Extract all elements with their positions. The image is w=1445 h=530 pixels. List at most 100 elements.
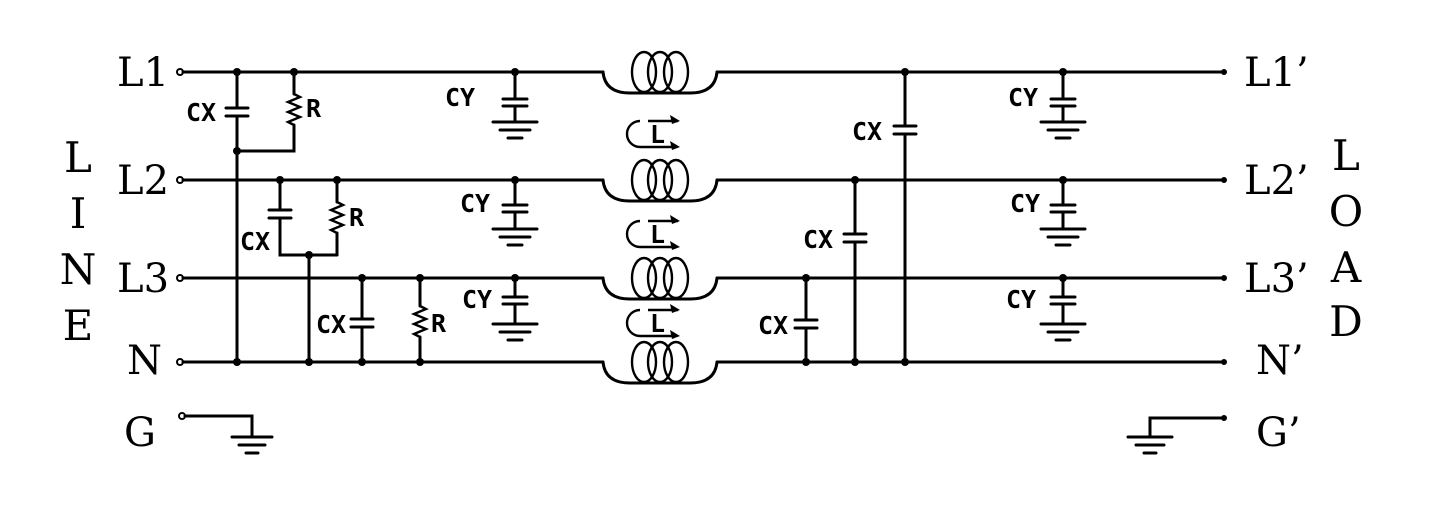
winding-base <box>601 178 719 203</box>
cx-l2-n: CX <box>240 176 339 257</box>
winding-loop <box>662 50 690 94</box>
winding-loop <box>662 340 690 384</box>
terminal-label-l1-out: L1’ <box>1244 50 1309 96</box>
junction-dot <box>1059 274 1067 282</box>
terminal-label-l3: L3 <box>117 256 169 302</box>
cx-right-l2-n: CX <box>803 176 868 366</box>
winding-loop <box>662 256 690 300</box>
cy-label: CY <box>1006 285 1036 314</box>
ground-right <box>1126 416 1223 455</box>
terminal-label-n: N <box>127 338 162 384</box>
terminal-g-out <box>1221 415 1227 421</box>
winding-base <box>601 70 719 95</box>
r-label: R <box>431 309 447 338</box>
winding-loop <box>630 158 658 202</box>
winding-base <box>601 276 719 301</box>
winding-loop <box>630 50 658 94</box>
resistor-zigzag <box>284 92 304 127</box>
junction-dot <box>358 274 366 282</box>
r-l2: R <box>305 176 365 366</box>
load-letter: L <box>1332 131 1360 180</box>
l-label: L <box>650 220 665 249</box>
r-label: R <box>306 94 322 123</box>
ground-wire-left <box>183 414 254 439</box>
coupling-curve <box>625 219 672 249</box>
winding-loop <box>662 158 690 202</box>
cx-label: CX <box>803 225 833 254</box>
coupling-curve <box>625 308 672 338</box>
winding-loop <box>646 50 674 94</box>
terminal-label-g: G <box>124 410 156 456</box>
arrow-icon <box>670 304 680 313</box>
choke-winding-n <box>601 340 719 385</box>
junction-dot <box>851 358 859 366</box>
cy-label: CY <box>460 189 490 218</box>
junction-dot <box>1059 176 1067 184</box>
cx-l3-n: CX <box>316 274 375 366</box>
load-letter: A <box>1330 243 1362 292</box>
coupling-l-3: L <box>625 304 680 339</box>
junction-dot <box>901 358 909 366</box>
winding-loop <box>630 256 658 300</box>
coupling-l-2: L <box>625 215 680 250</box>
cy-right-l2: CY <box>1010 176 1087 247</box>
load-letter: O <box>1329 187 1363 236</box>
junction-dot <box>802 274 810 282</box>
cy-label: CY <box>1010 189 1040 218</box>
load-letter: D <box>1329 297 1363 346</box>
cx-label: CX <box>852 117 882 146</box>
choke-winding-l3 <box>601 256 719 301</box>
cy-left-l3: CY <box>462 274 539 342</box>
junction-dot <box>802 358 810 366</box>
junction-dot <box>511 274 519 282</box>
ground-wire-right <box>1148 416 1223 439</box>
l-label: L <box>650 309 665 338</box>
junction-dot <box>416 358 424 366</box>
junction-dot <box>333 176 341 184</box>
cy-right-l3: CY <box>1006 274 1087 342</box>
rails <box>181 70 1226 364</box>
winding-loop <box>646 256 674 300</box>
junction-dot <box>305 251 313 259</box>
load-side-label: L O A D <box>1329 131 1363 346</box>
line-letter: I <box>70 189 87 238</box>
junction-dot <box>511 68 519 76</box>
line-side-label: L I N E <box>60 133 97 350</box>
cx-right-l1-n: CX <box>852 68 918 366</box>
cy-label: CY <box>1008 83 1038 112</box>
choke-winding-l1 <box>601 50 719 95</box>
cy-right-l1: CY <box>1008 68 1087 140</box>
junction-dot <box>305 358 313 366</box>
cx-label: CX <box>316 310 346 339</box>
cx-label: CX <box>758 311 788 340</box>
junction-dot <box>358 358 366 366</box>
r-label: R <box>349 203 365 232</box>
winding-loop <box>630 340 658 384</box>
line-letter: E <box>63 301 94 350</box>
l-label: L <box>650 120 665 149</box>
terminal-label-g-out: G’ <box>1256 410 1301 456</box>
terminal-label-l3-out: L3’ <box>1244 256 1309 302</box>
resistor-zigzag <box>410 304 430 339</box>
arrow-icon <box>670 241 680 250</box>
r-l1: R <box>235 68 322 153</box>
resistor-zigzag <box>327 200 347 235</box>
cx-right-l3-n: CX <box>758 274 819 366</box>
wire <box>235 123 296 153</box>
junction-dot <box>233 358 241 366</box>
line-letter: L <box>64 133 92 182</box>
cy-left-l1: CY <box>445 68 539 140</box>
junction-dot <box>851 176 859 184</box>
terminal-label-l2-out: L2’ <box>1244 158 1309 204</box>
arrow-icon <box>670 215 680 224</box>
choke-winding-l2 <box>601 158 719 203</box>
junction-dot <box>290 68 298 76</box>
winding-loop <box>646 340 674 384</box>
cx-l1-n: CX <box>186 68 250 366</box>
junction-dot <box>276 176 284 184</box>
arrow-icon <box>670 115 680 124</box>
junction-dot <box>233 68 241 76</box>
cx-label: CX <box>240 227 270 256</box>
junction-dot <box>511 176 519 184</box>
cy-label: CY <box>445 83 475 112</box>
